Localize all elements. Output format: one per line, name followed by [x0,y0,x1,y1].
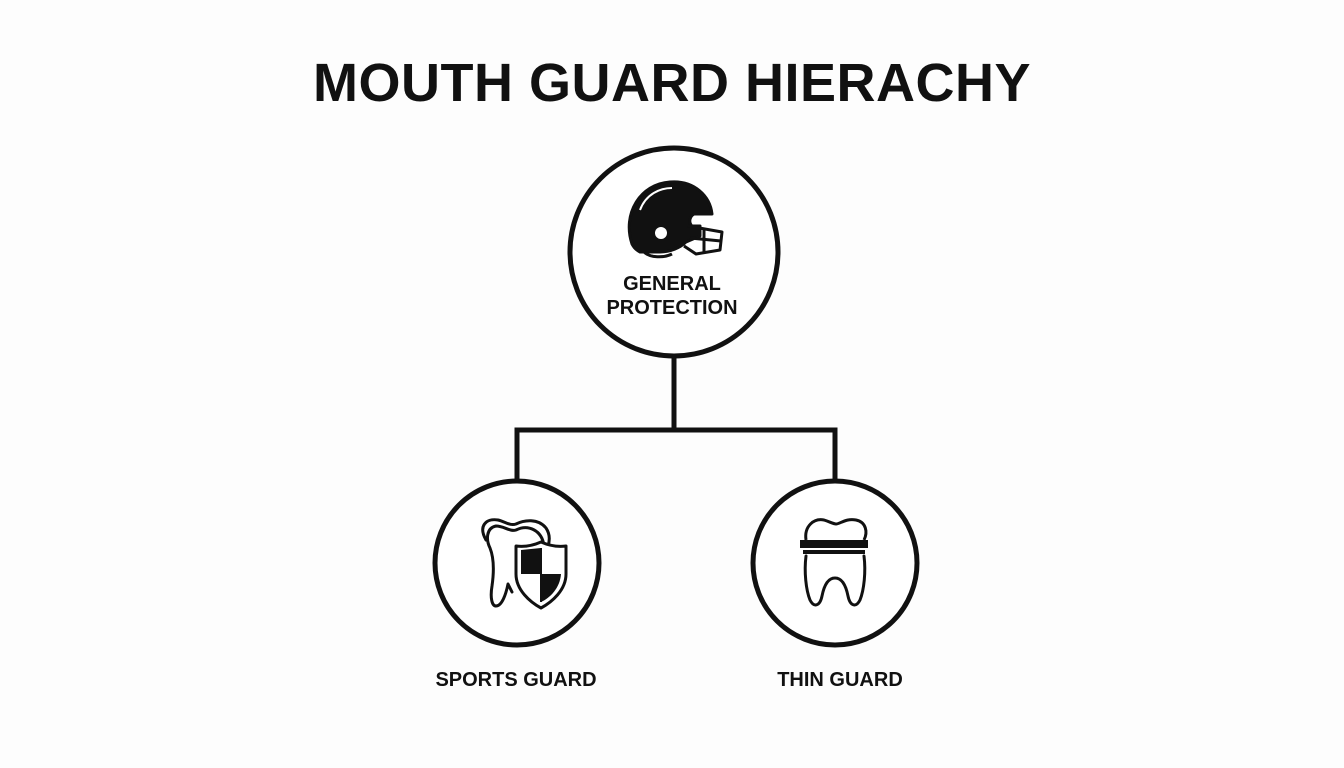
tooth-guard-icon [800,518,868,607]
root-label-line-2: PROTECTION [606,297,738,319]
thin-guard-node-circle [750,478,920,648]
thin-guard-label: THIN GUARD [777,669,903,691]
root-node-circle [567,145,781,359]
football-helmet-icon [627,180,724,259]
connector-branch [514,427,838,480]
root-label-line-1: GENERAL [623,273,721,295]
connector-lines [514,356,838,480]
sports-guard-label: SPORTS GUARD [435,669,597,691]
root-node-label: GENERAL PROTECTION [572,272,772,320]
diagram-title: MOUTH GUARD HIERACHY [313,53,1031,113]
tooth-shield-icon [481,518,568,610]
